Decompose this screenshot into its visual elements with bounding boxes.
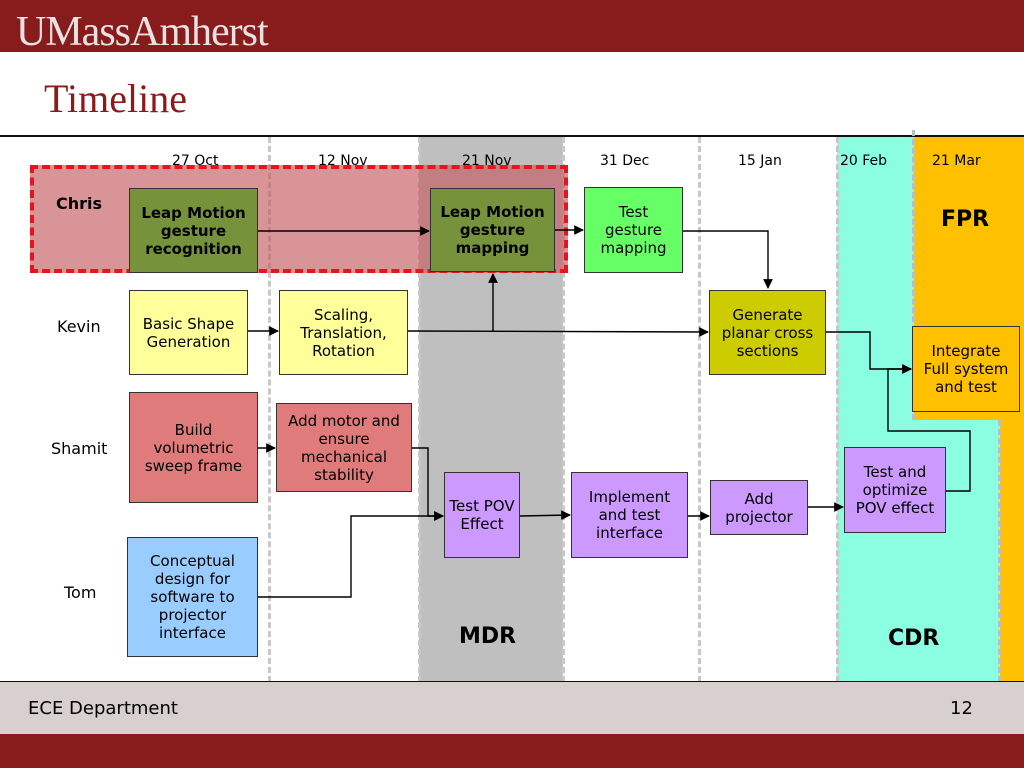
- date-gridline: [998, 420, 1001, 682]
- fpr-band-lower: [1000, 420, 1024, 682]
- person-label-chris: Chris: [56, 194, 103, 213]
- task-test-pov-effect: Test POV Effect: [444, 472, 520, 558]
- milestone-fpr: FPR: [941, 207, 990, 232]
- date-label: 31 Dec: [600, 153, 650, 169]
- task-generate-planar-cross-sections: Generate planar cross sections: [709, 290, 826, 375]
- task-build-volumetric-sweep-frame: Build volumetric sweep frame: [129, 392, 258, 503]
- page-number: 12: [950, 698, 973, 719]
- person-label-kevin: Kevin: [57, 317, 101, 336]
- umass-logo: UMassAmherst: [16, 9, 269, 55]
- header-bar: [0, 0, 1024, 52]
- task-implement-test-interface: Implement and test interface: [571, 472, 688, 558]
- footer-department: ECE Department: [28, 698, 178, 719]
- date-gridline: [418, 137, 421, 682]
- task-integrate-full-system: Integrate Full system and test: [912, 326, 1020, 412]
- date-gridline: [698, 137, 701, 682]
- date-label: 15 Jan: [738, 153, 782, 169]
- task-leap-motion-recognition: Leap Motion gesture recognition: [129, 188, 258, 273]
- footer-bar: [0, 682, 1024, 734]
- milestone-cdr: CDR: [888, 626, 940, 651]
- footer-top-rule: [0, 681, 1024, 682]
- date-label: 20 Feb: [840, 153, 888, 169]
- date-gridline: [912, 130, 915, 420]
- bottom-brand-bar: [0, 734, 1024, 768]
- milestone-mdr: MDR: [459, 624, 517, 649]
- task-basic-shape-generation: Basic Shape Generation: [129, 290, 248, 375]
- timeline-top-rule: [0, 135, 1024, 137]
- date-gridline: [562, 137, 565, 682]
- task-scaling-translation-rotation: Scaling, Translation, Rotation: [279, 290, 408, 375]
- task-conceptual-design-software: Conceptual design for software to projec…: [127, 537, 258, 657]
- person-label-tom: Tom: [64, 583, 97, 602]
- date-gridline: [268, 137, 271, 682]
- task-test-gesture-mapping: Test gesture mapping: [584, 187, 683, 273]
- task-test-optimize-pov: Test and optimize POV effect: [844, 447, 946, 533]
- person-label-shamit: Shamit: [51, 439, 108, 458]
- date-gridline: [836, 137, 839, 682]
- date-label: 21 Mar: [932, 153, 981, 169]
- task-add-motor-stability: Add motor and ensure mechanical stabilit…: [276, 403, 412, 492]
- page-title: Timeline: [44, 76, 187, 121]
- task-leap-motion-mapping: Leap Motion gesture mapping: [430, 188, 555, 272]
- task-add-projector: Add projector: [710, 480, 808, 535]
